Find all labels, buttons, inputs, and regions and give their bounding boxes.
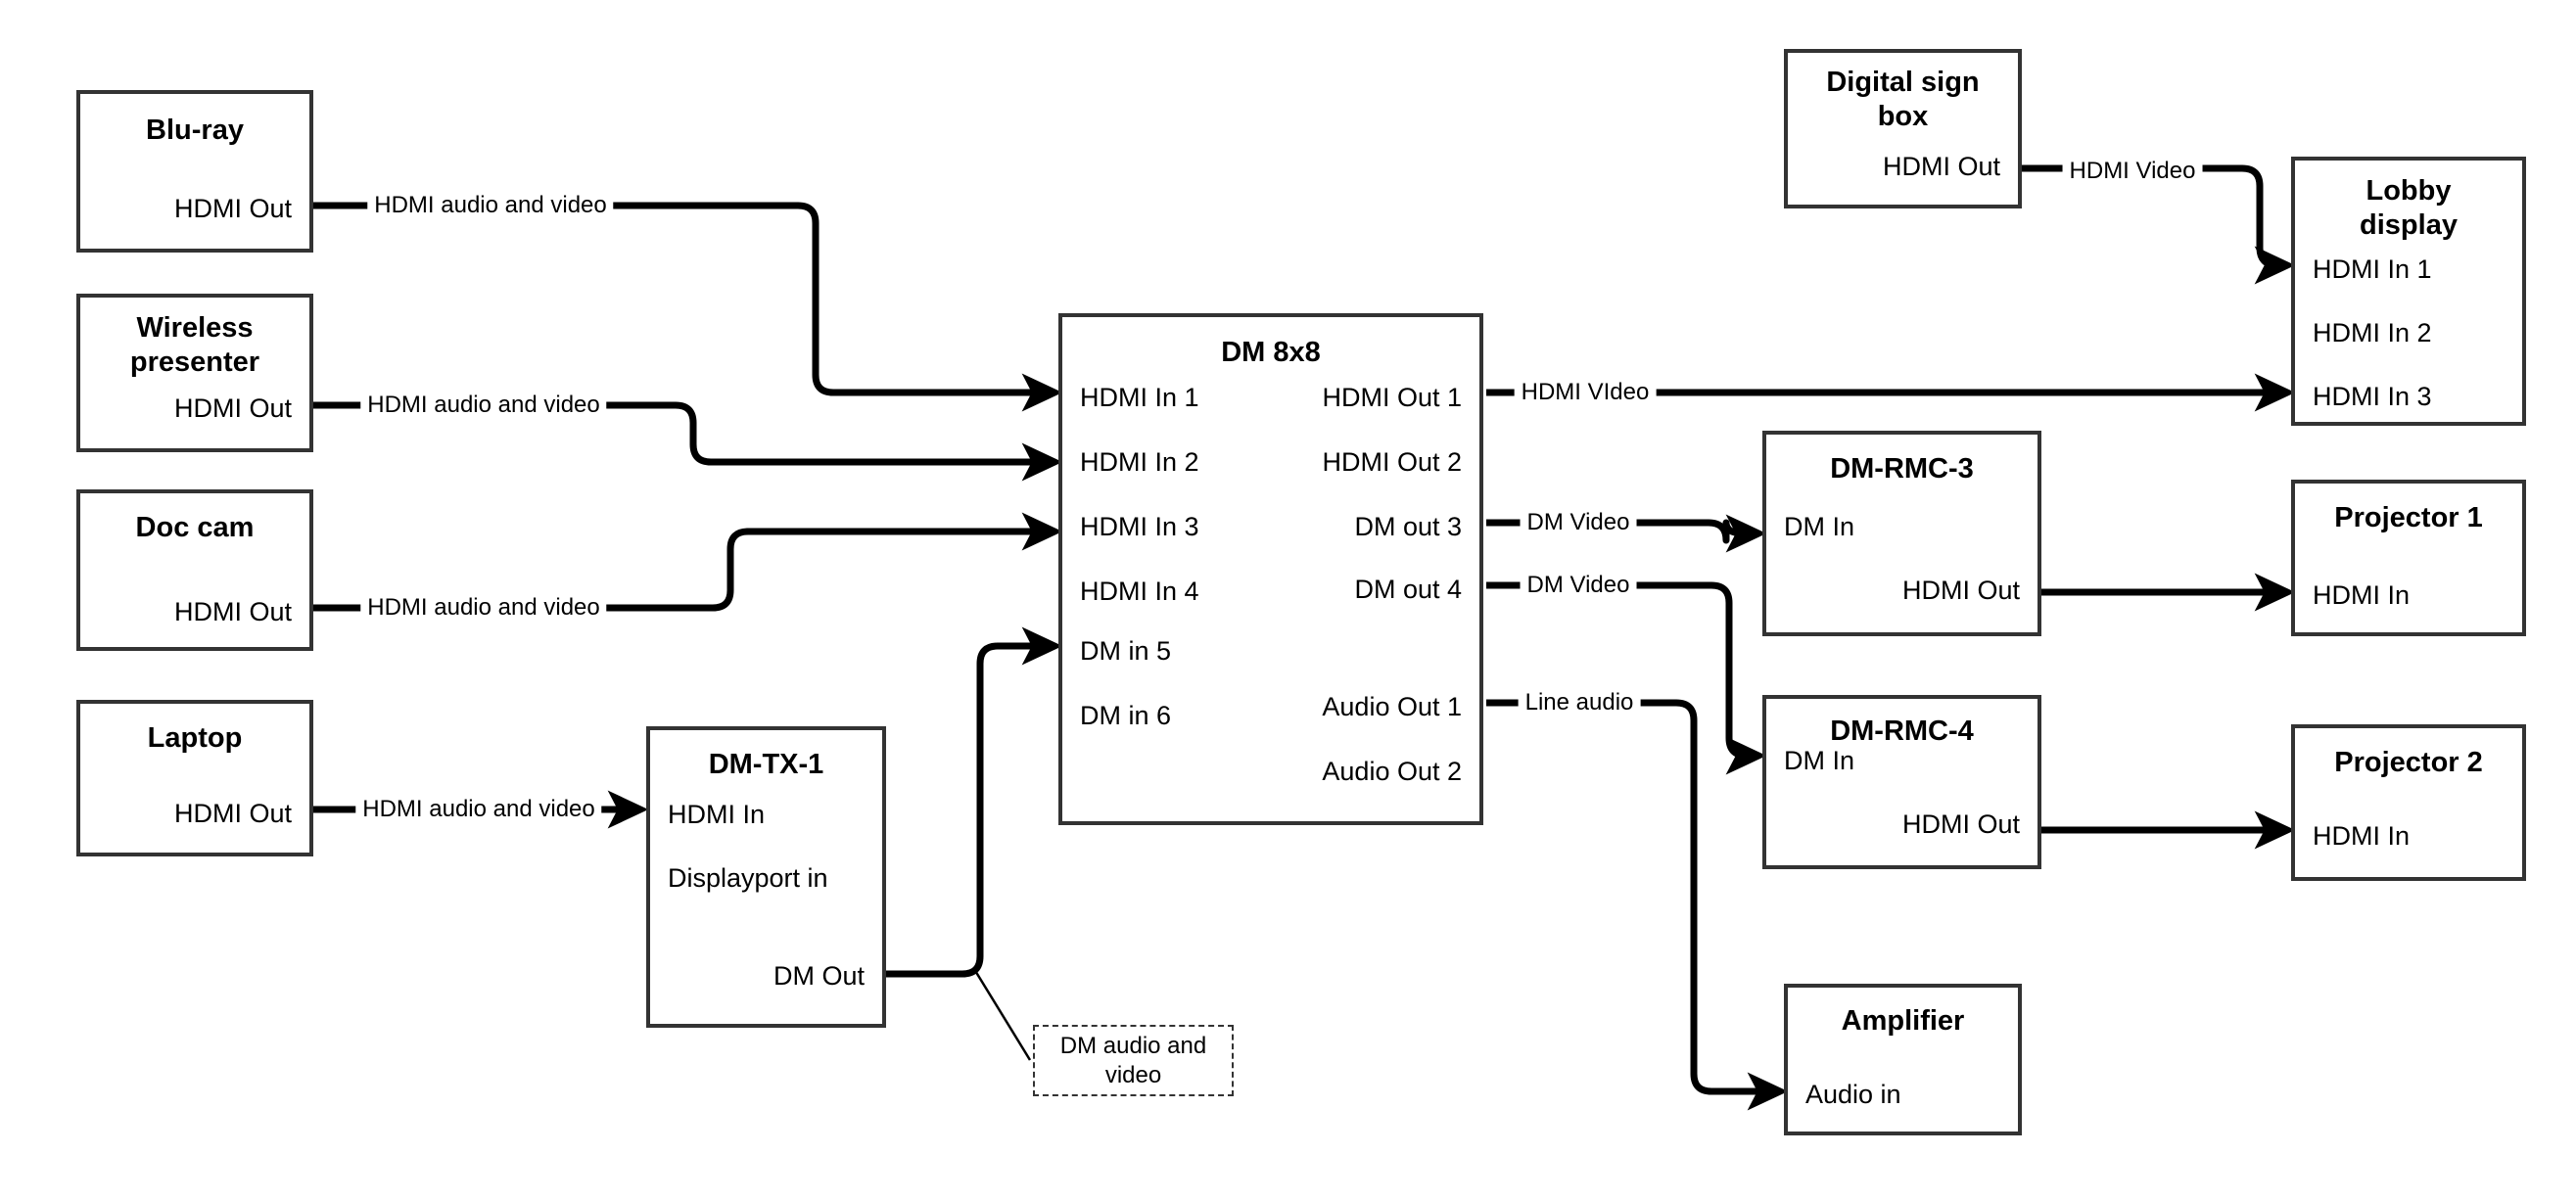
- wire-label-digital-sign: HDMI Video: [2062, 158, 2203, 185]
- port-bluray-hdmi-out[interactable]: HDMI Out: [173, 194, 292, 223]
- port-dm-8x8-hdmi-in-3[interactable]: HDMI In 3: [1080, 512, 1199, 541]
- wire-wireless-to-hdmi-in-2: [313, 401, 1063, 482]
- port-lobby-display-hdmi-in-2[interactable]: HDMI In 2: [2313, 318, 2432, 347]
- port-dm-rmc-4-hdmi-out[interactable]: HDMI Out: [1901, 809, 2020, 839]
- wire-doccam-to-hdmi-in-3: [313, 512, 1063, 612]
- port-dm-8x8-hdmi-in-1[interactable]: HDMI In 1: [1080, 383, 1199, 412]
- device-dm-rmc-4[interactable]: DM-RMC-4 DM In HDMI Out: [1762, 695, 2041, 869]
- port-projector-1-hdmi-in[interactable]: HDMI In: [2313, 580, 2411, 610]
- device-doc-cam-title: Doc cam: [135, 512, 255, 543]
- device-laptop[interactable]: Laptop HDMI Out: [76, 700, 313, 856]
- wire-label-dm-out-4: DM Video: [1520, 572, 1637, 599]
- port-wireless-presenter-hdmi-out[interactable]: HDMI Out: [173, 393, 292, 423]
- port-projector-2-hdmi-in[interactable]: HDMI In: [2313, 821, 2411, 851]
- port-dm-8x8-hdmi-in-2[interactable]: HDMI In 2: [1080, 447, 1199, 477]
- device-dm-rmc-4-title: DM-RMC-4: [1830, 716, 1974, 747]
- device-projector-1[interactable]: Projector 1 HDMI In: [2291, 480, 2526, 636]
- device-dm-rmc-3[interactable]: DM-RMC-3 DM In HDMI Out: [1762, 431, 2041, 636]
- wire-label-doccam: HDMI audio and video: [360, 594, 607, 622]
- device-bluray-title: Blu-ray: [146, 115, 244, 146]
- wire-dm-out-4-to-rmc4: [1486, 581, 1767, 775]
- port-dm-tx-1-dm-out[interactable]: DM Out: [773, 961, 865, 991]
- port-dm-rmc-3-dm-in[interactable]: DM In: [1784, 512, 1855, 541]
- device-wireless-presenter[interactable]: Wireless presenter HDMI Out: [76, 294, 313, 452]
- device-amplifier[interactable]: Amplifier Audio in: [1784, 984, 2022, 1135]
- note-dm-audio-and-video: DM audio and video: [1033, 1025, 1234, 1096]
- device-dm-rmc-3-title: DM-RMC-3: [1830, 453, 1974, 485]
- port-dm-8x8-dm-out-3[interactable]: DM out 3: [1354, 512, 1462, 541]
- wire-label-dm-out-3: DM Video: [1520, 509, 1637, 536]
- port-dm-tx-1-displayport-in[interactable]: Displayport in: [668, 863, 828, 893]
- device-projector-2-title: Projector 2: [2334, 747, 2483, 778]
- device-digital-sign-box-title: Digital sign box: [1826, 67, 1980, 132]
- device-dm-tx-1[interactable]: DM-TX-1 HDMI In Displayport in DM Out: [646, 726, 886, 1028]
- device-dm-tx-1-title: DM-TX-1: [708, 749, 824, 780]
- port-laptop-hdmi-out[interactable]: HDMI Out: [173, 799, 292, 828]
- port-dm-rmc-4-dm-in[interactable]: DM In: [1784, 746, 1855, 775]
- wire-bluray-to-hdmi-in-1: [313, 202, 1063, 412]
- port-dm-rmc-3-hdmi-out[interactable]: HDMI Out: [1901, 576, 2020, 605]
- wire-label-wireless: HDMI audio and video: [360, 392, 607, 419]
- port-dm-8x8-dm-in-5[interactable]: DM in 5: [1080, 636, 1172, 666]
- device-projector-1-title: Projector 1: [2334, 502, 2483, 533]
- port-dm-8x8-dm-in-6[interactable]: DM in 6: [1080, 701, 1172, 730]
- device-wireless-presenter-title: Wireless presenter: [129, 312, 260, 378]
- wire-audio-out-1-to-amplifier: [1486, 699, 1789, 1111]
- port-lobby-display-hdmi-in-3[interactable]: HDMI In 3: [2313, 382, 2432, 411]
- device-projector-2[interactable]: Projector 2 HDMI In: [2291, 724, 2526, 881]
- wire-label-bluray: HDMI audio and video: [367, 192, 614, 219]
- port-dm-8x8-hdmi-in-4[interactable]: HDMI In 4: [1080, 577, 1199, 606]
- device-dm-8x8-title: DM 8x8: [1221, 337, 1321, 368]
- device-amplifier-title: Amplifier: [1841, 1005, 1965, 1037]
- device-doc-cam[interactable]: Doc cam HDMI Out: [76, 489, 313, 651]
- port-doc-cam-hdmi-out[interactable]: HDMI Out: [173, 597, 292, 626]
- wire-dmtx1-to-dm-in-5: [886, 626, 1063, 978]
- port-amplifier-audio-in[interactable]: Audio in: [1805, 1080, 1901, 1109]
- wire-dm-out-3-to-rmc3: [1486, 514, 1767, 553]
- port-dm-8x8-hdmi-out-2[interactable]: HDMI Out 2: [1322, 447, 1462, 477]
- device-laptop-title: Laptop: [147, 722, 243, 754]
- port-dm-8x8-audio-out-2[interactable]: Audio Out 2: [1322, 757, 1462, 786]
- leader-line-dm-note: [972, 968, 1032, 1061]
- wire-label-laptop: HDMI audio and video: [355, 796, 602, 823]
- port-dm-tx-1-hdmi-in[interactable]: HDMI In: [668, 800, 766, 829]
- wire-label-audio-out-1: Line audio: [1518, 689, 1641, 716]
- port-digital-sign-box-hdmi-out[interactable]: HDMI Out: [1882, 152, 2000, 181]
- device-lobby-display[interactable]: Lobby display HDMI In 1 HDMI In 2 HDMI I…: [2291, 157, 2526, 426]
- port-dm-8x8-hdmi-out-1[interactable]: HDMI Out 1: [1322, 383, 1462, 412]
- wire-label-hdmi-out-1: HDMI VIdeo: [1514, 379, 1657, 406]
- device-lobby-display-title: Lobby display: [2360, 175, 2458, 241]
- port-dm-8x8-audio-out-1[interactable]: Audio Out 1: [1322, 692, 1462, 721]
- port-dm-8x8-dm-out-4[interactable]: DM out 4: [1354, 575, 1462, 604]
- port-lobby-display-hdmi-in-1[interactable]: HDMI In 1: [2313, 254, 2432, 284]
- device-bluray[interactable]: Blu-ray HDMI Out: [76, 90, 313, 253]
- device-dm-8x8[interactable]: DM 8x8 HDMI In 1 HDMI In 2 HDMI In 3 HDM…: [1058, 313, 1483, 825]
- wire-sign-to-lobby-hdmi-in-1: [2022, 164, 2296, 285]
- device-digital-sign-box[interactable]: Digital sign box HDMI Out: [1784, 49, 2022, 208]
